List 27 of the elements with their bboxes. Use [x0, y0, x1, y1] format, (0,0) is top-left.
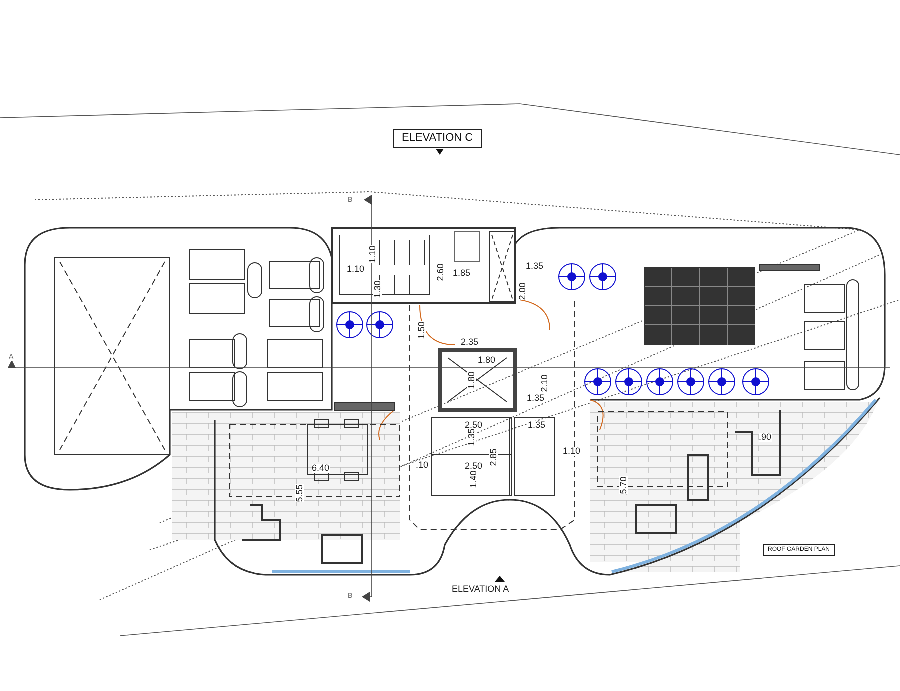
dimension-value: 1.35	[467, 428, 476, 446]
dimension-value: 5.70	[619, 476, 628, 494]
dimension-value: 6.40	[312, 464, 330, 473]
dimension-value: 2.50	[465, 421, 483, 430]
dimension-value: 1.35	[527, 394, 545, 403]
dimension-value: .90	[759, 433, 772, 442]
dimension-value: 2.10	[540, 374, 550, 392]
dimension-value: 2.00	[518, 282, 528, 300]
dimension-value: 1.10	[347, 265, 365, 274]
dimension-value: 1.80	[478, 356, 496, 365]
dimension-value: 5.55	[295, 484, 304, 502]
dimension-value: 1.30	[373, 280, 382, 298]
dimension-value: 1.35	[526, 262, 544, 271]
dimension-value: 2.60	[436, 264, 446, 282]
dimension-value: 1.40	[469, 470, 478, 488]
dimension-value: 1.50	[417, 322, 426, 340]
dimension-value: 1.35	[528, 421, 546, 430]
dimension-value: ELEVATION A	[452, 585, 510, 594]
dimension-value: 1.10	[563, 447, 581, 456]
dimension-value: 1.10	[368, 246, 378, 264]
dimension-value: 2.35	[461, 338, 479, 347]
dimension-value: 1.85	[453, 269, 471, 278]
dimension-value: 2.85	[489, 448, 498, 466]
dimension-value: 1.80	[467, 372, 476, 390]
elevation-label: ELEVATION C	[393, 129, 482, 148]
dimension-value: 2.50	[465, 462, 483, 471]
dimension-value: .10	[416, 461, 429, 470]
